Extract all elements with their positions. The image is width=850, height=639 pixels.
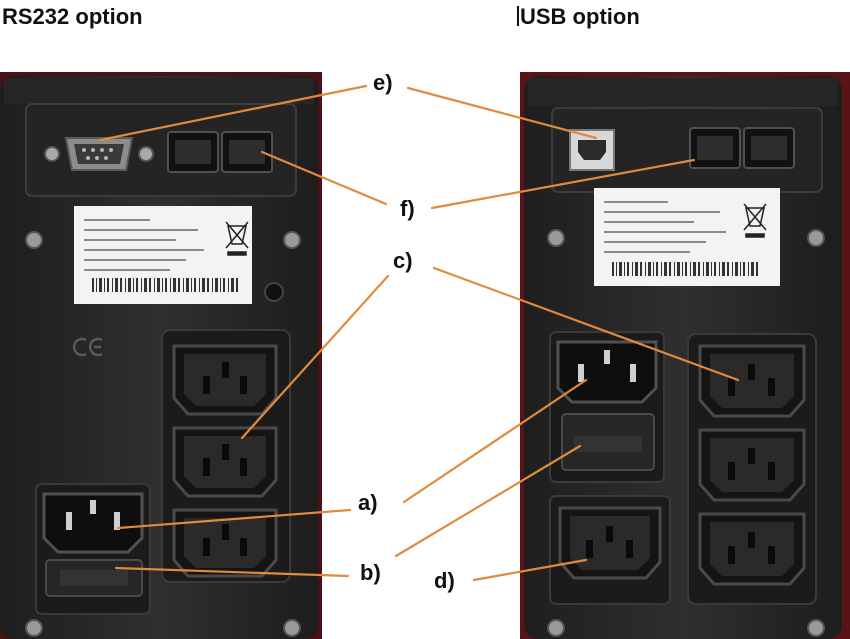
callout-label-e: e) (373, 70, 393, 95)
rs232-unit-panel (0, 72, 322, 639)
callout-label-c: c) (393, 248, 413, 273)
rs232-option-heading: RS232 option (2, 4, 143, 29)
rating-label-sticker (594, 188, 780, 286)
callout-label-f: f) (400, 196, 415, 221)
screw-icon (547, 229, 825, 637)
ce-mark-icon (72, 337, 103, 357)
rj45-port-icon (167, 131, 273, 173)
rating-label-sticker (74, 206, 252, 304)
weee-bin-icon (225, 221, 249, 256)
fuse-holder-icon (45, 559, 143, 597)
iec-c13-outlet-icon (698, 344, 806, 586)
iec-c13-outlet-icon (558, 506, 662, 580)
iec-c14-inlet-icon (556, 340, 658, 404)
screw-icon (25, 231, 301, 637)
usb-b-port-icon (569, 129, 615, 171)
callout-label-b: b) (360, 560, 381, 585)
serial-port-icon (44, 137, 154, 171)
divider-mark (517, 6, 519, 26)
barcode-icon (90, 278, 240, 292)
rj45-port-icon (689, 127, 795, 169)
callout-label-d: d) (434, 568, 455, 593)
ground-screw-icon (264, 282, 284, 302)
barcode-icon (612, 262, 758, 276)
usb-option-heading: USB option (520, 4, 640, 29)
callout-label-a: a) (358, 490, 378, 515)
iec-c14-inlet-icon (42, 492, 144, 554)
fuse-holder-icon (561, 413, 655, 471)
iec-c13-outlet-icon (172, 344, 278, 578)
weee-bin-icon (743, 203, 767, 238)
usb-unit-panel (520, 72, 850, 639)
callout-leader-lines (98, 84, 740, 582)
